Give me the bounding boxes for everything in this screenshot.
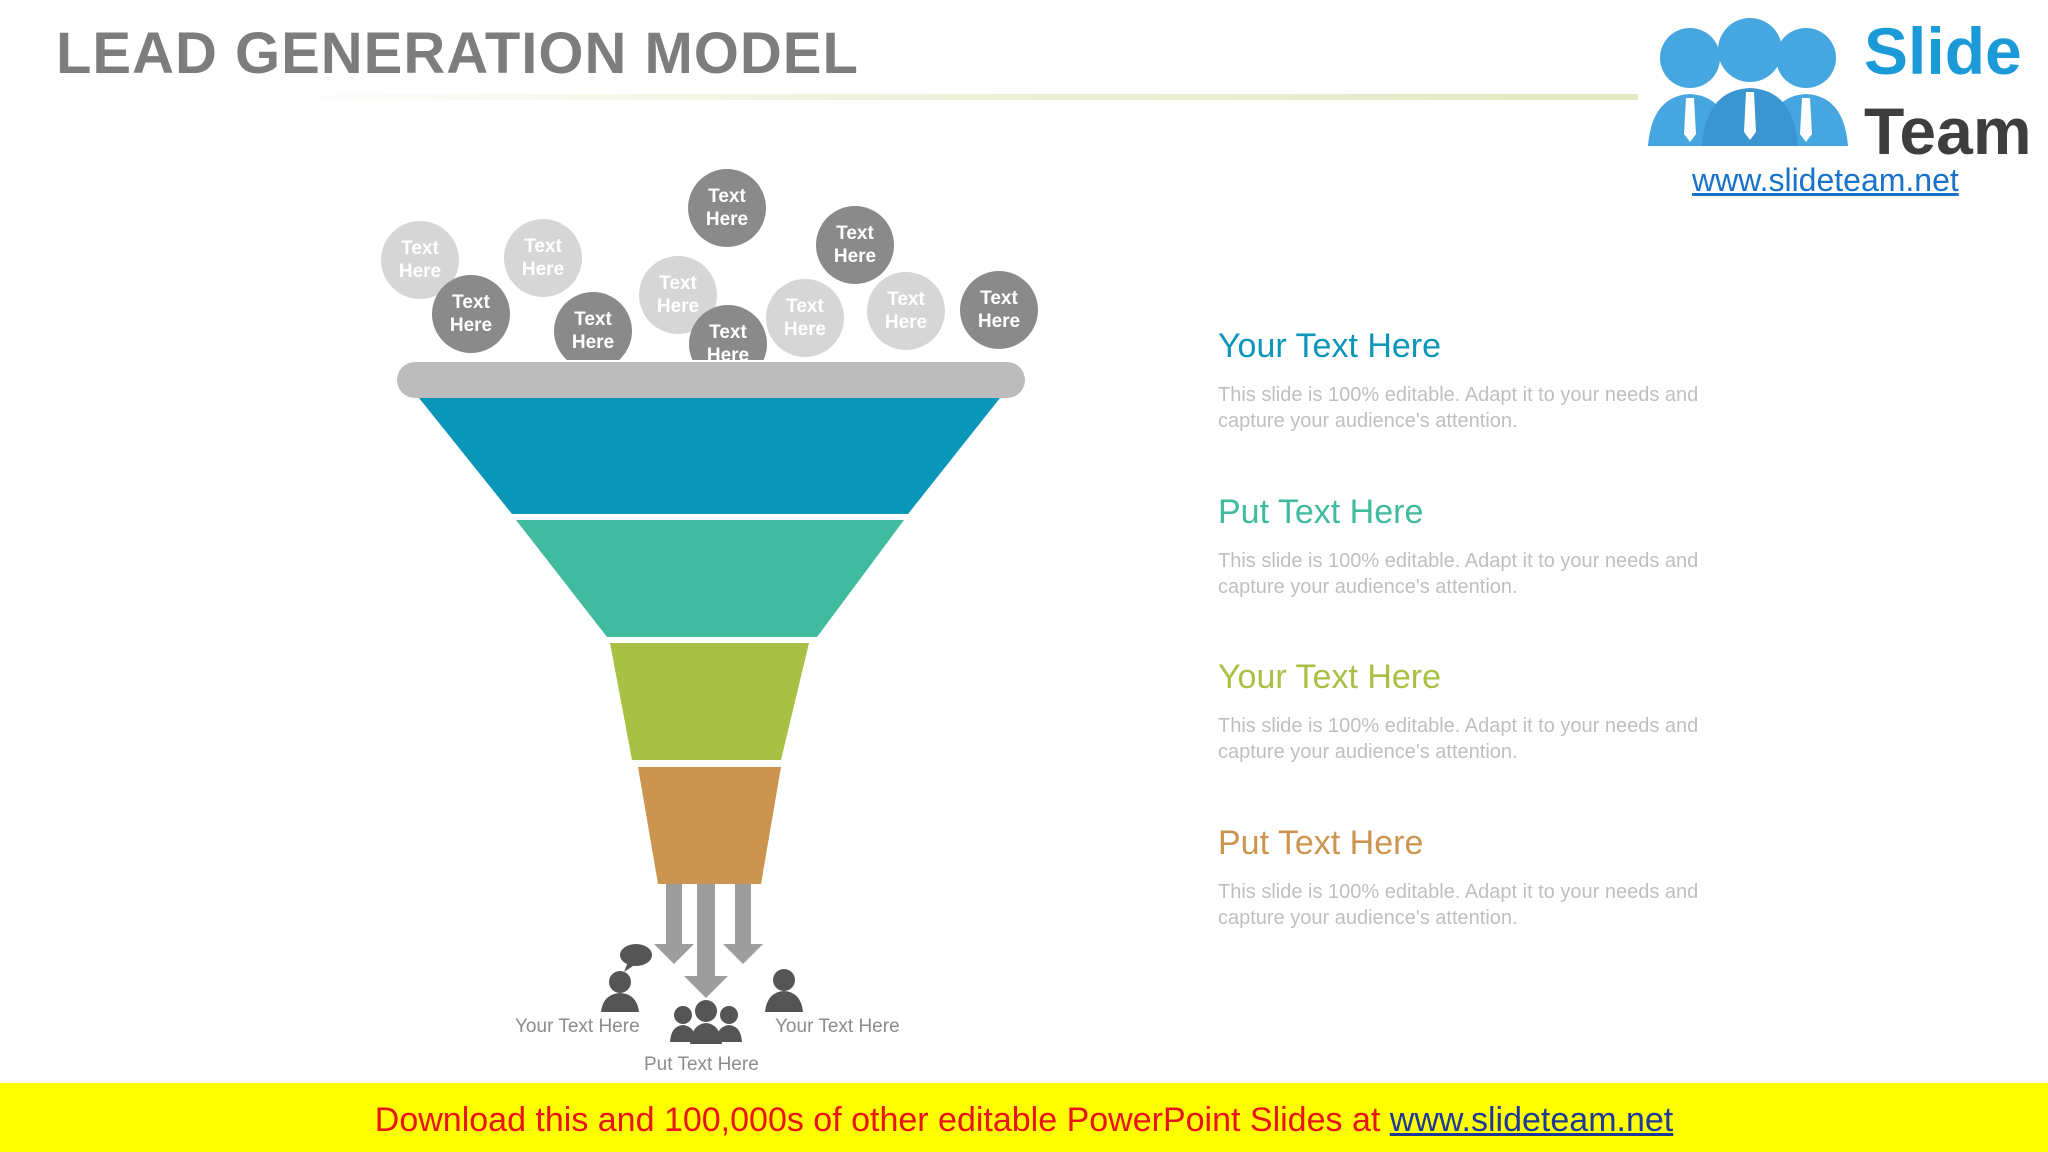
description-block: Put Text Here This slide is 100% editabl… bbox=[1218, 823, 1738, 931]
bubble-circle bbox=[554, 292, 632, 360]
bubble-text-line1: Text bbox=[980, 288, 1018, 309]
funnel-rim bbox=[397, 362, 1025, 398]
output-label-left: Your Text Here bbox=[515, 1016, 640, 1037]
banner-message: Download this and 100,000s of other edit… bbox=[374, 1101, 1390, 1139]
bubble-text-line1: Text bbox=[524, 236, 562, 257]
bubble-text-line1: Text bbox=[401, 238, 439, 259]
bubble-text-line1: Text bbox=[836, 223, 874, 244]
person-speech-icon bbox=[601, 944, 652, 1012]
bubble-text-line2: Here bbox=[707, 345, 749, 366]
description-block: Your Text Here This slide is 100% editab… bbox=[1218, 326, 1738, 434]
bubble-text-line2: Here bbox=[885, 312, 927, 333]
banner-text: Download this and 100,000s of other edit… bbox=[0, 1101, 2048, 1140]
bubble-text-line2: Here bbox=[657, 296, 699, 317]
bubble-text-line1: Text bbox=[708, 186, 746, 207]
bubble-text-line1: Text bbox=[786, 296, 824, 317]
bubble-circle bbox=[766, 279, 844, 357]
output-label-right: Your Text Here bbox=[775, 1016, 900, 1037]
description-heading: Put Text Here bbox=[1218, 824, 1424, 862]
bubble-text-line1: Text bbox=[709, 322, 747, 343]
people-logo-icon bbox=[1648, 18, 1848, 146]
bubble-text-line2: Here bbox=[572, 332, 614, 353]
bubble-circle bbox=[816, 206, 894, 284]
banner-link[interactable]: www.slideteam.net bbox=[1389, 1101, 1674, 1139]
funnel-stage-1 bbox=[419, 398, 1000, 514]
description-block: Your Text Here This slide is 100% editab… bbox=[1218, 657, 1738, 765]
logo-word-slide: Slide bbox=[1864, 14, 2022, 88]
bubble-text-line2: Here bbox=[784, 319, 826, 340]
bubble-circle bbox=[960, 271, 1038, 349]
output-arrow-left bbox=[654, 884, 694, 964]
description-heading: Put Text Here bbox=[1218, 493, 1424, 531]
bubble-text-line2: Here bbox=[978, 311, 1020, 332]
bubble-text-line1: Text bbox=[574, 309, 612, 330]
funnel-stage-3 bbox=[610, 643, 809, 760]
bubble-text-line1: Text bbox=[452, 292, 490, 313]
group-people-icon bbox=[670, 1000, 742, 1044]
description-body: This slide is 100% editable. Adapt it to… bbox=[1218, 881, 1699, 929]
title-underline bbox=[260, 94, 1720, 100]
description-body: This slide is 100% editable. Adapt it to… bbox=[1218, 550, 1699, 598]
output-arrow-right bbox=[723, 884, 763, 964]
output-arrow-center bbox=[684, 884, 728, 998]
bubble-text-line1: Text bbox=[887, 289, 925, 310]
bubble-text-line2: Here bbox=[399, 261, 441, 282]
funnel-stage-4 bbox=[638, 767, 781, 884]
slide-title: LEAD GENERATION MODEL bbox=[56, 21, 859, 86]
bubble-text-line2: Here bbox=[522, 259, 564, 280]
bubble-circle bbox=[689, 305, 767, 360]
logo-word-team: Team bbox=[1864, 94, 2032, 168]
bubble-circle bbox=[867, 272, 945, 350]
description-heading: Your Text Here bbox=[1218, 658, 1442, 696]
description-body: This slide is 100% editable. Adapt it to… bbox=[1218, 715, 1699, 763]
bubble-circle bbox=[504, 219, 582, 297]
bubble-text-line1: Text bbox=[659, 273, 697, 294]
funnel-stage-2 bbox=[516, 520, 904, 637]
output-label-center: Put Text Here bbox=[644, 1054, 759, 1075]
bubble-text-line2: Here bbox=[706, 209, 748, 230]
bubble-circle bbox=[639, 256, 717, 334]
bubble-text-line2: Here bbox=[450, 315, 492, 336]
bubble-circle bbox=[381, 221, 459, 299]
bubble-text-line2: Here bbox=[834, 246, 876, 267]
bubble-circle bbox=[688, 169, 766, 247]
description-body: This slide is 100% editable. Adapt it to… bbox=[1218, 384, 1699, 432]
description-heading: Your Text Here bbox=[1218, 327, 1442, 365]
description-block: Put Text Here This slide is 100% editabl… bbox=[1218, 492, 1738, 600]
slideteam-logo[interactable]: Slide Team www.slideteam.net bbox=[1638, 0, 2036, 198]
bubble-circle bbox=[432, 275, 510, 353]
logo-url-link[interactable]: www.slideteam.net bbox=[1692, 162, 1959, 198]
download-banner[interactable]: Download this and 100,000s of other edit… bbox=[0, 1083, 2048, 1152]
person-icon bbox=[765, 969, 803, 1012]
